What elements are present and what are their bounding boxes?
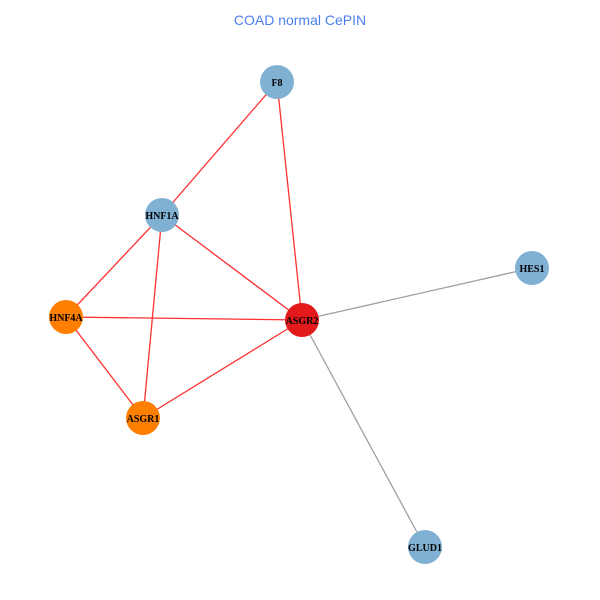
node-label: F8: [271, 78, 282, 89]
node-glud1[interactable]: GLUD1: [408, 530, 442, 564]
node-f8[interactable]: F8: [260, 65, 294, 99]
node-asgr2[interactable]: ASGR2: [285, 303, 319, 337]
node-hnf4a[interactable]: HNF4A: [49, 300, 83, 334]
node-asgr1[interactable]: ASGR1: [126, 401, 160, 435]
node-circle: [408, 530, 442, 564]
edge-hnf1a-asgr2: [161, 214, 303, 321]
node-label: HNF4A: [49, 313, 83, 324]
edge-hnf1a-asgr1: [142, 214, 163, 419]
edge-asgr2-hes1: [301, 267, 533, 321]
node-hnf1a[interactable]: HNF1A: [145, 198, 179, 232]
node-circle: [49, 300, 83, 334]
node-label: GLUD1: [408, 543, 442, 554]
edge-f8-hnf1a: [161, 81, 278, 216]
node-label: ASGR1: [127, 414, 160, 425]
node-label: HNF1A: [145, 211, 179, 222]
node-label: ASGR2: [286, 316, 319, 327]
node-label: HES1: [519, 264, 544, 275]
node-circle: [515, 251, 549, 285]
edge-asgr1-asgr2: [142, 319, 303, 419]
node-hes1[interactable]: HES1: [515, 251, 549, 285]
edge-asgr2-glud1: [301, 319, 426, 548]
edge-hnf4a-asgr1: [65, 316, 144, 419]
diagram-title: COAD normal CePIN: [233, 12, 367, 28]
node-circle: [285, 303, 319, 337]
node-circle: [126, 401, 160, 435]
node-circle: [145, 198, 179, 232]
edge-hnf1a-hnf4a: [65, 214, 163, 318]
node-circle: [260, 65, 294, 99]
edge-f8-asgr2: [276, 81, 303, 321]
edge-hnf4a-asgr2: [65, 316, 303, 321]
